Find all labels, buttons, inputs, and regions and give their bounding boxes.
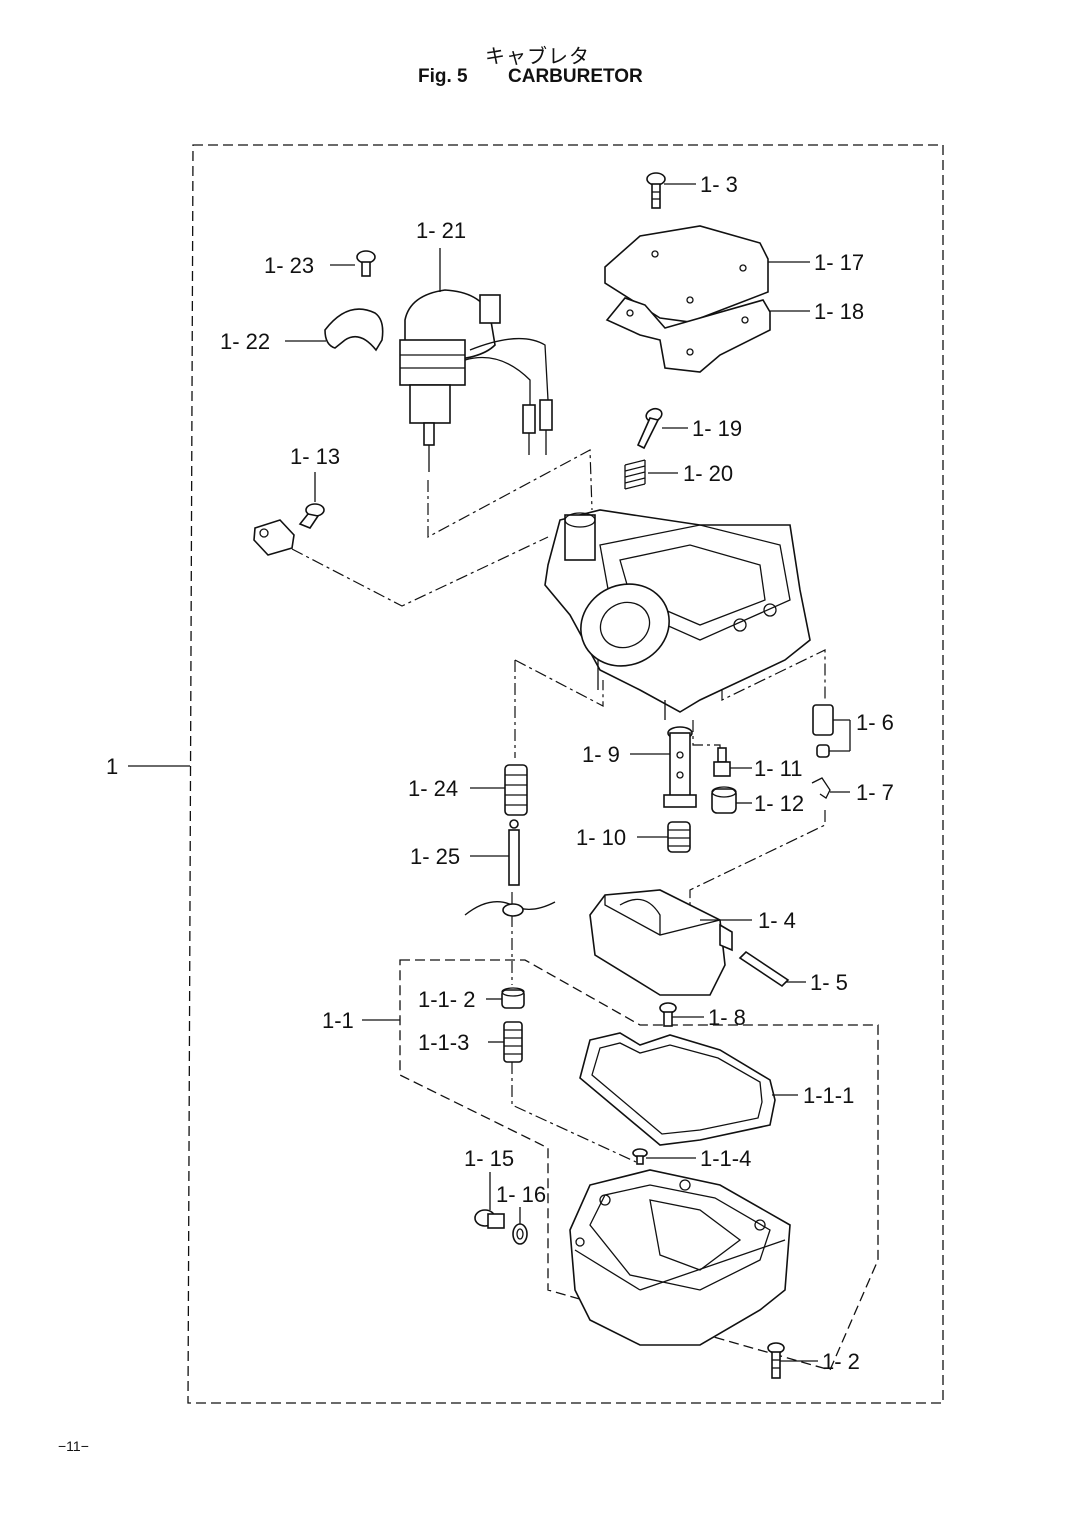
- callout-1-19: 1- 19: [692, 416, 742, 441]
- part-1-4-float: [589, 889, 733, 996]
- leader-lines: [128, 183, 850, 1362]
- callout-1-9: 1- 9: [582, 742, 620, 767]
- callout-1-24: 1- 24: [408, 776, 458, 801]
- callout-1-15: 1- 15: [464, 1146, 514, 1171]
- part-1-25-needle: [464, 819, 556, 917]
- part-1-10-screw: [667, 821, 691, 853]
- callout-1-12: 1- 12: [754, 791, 804, 816]
- callout-1-7: 1- 7: [856, 780, 894, 805]
- part-1-11-jet: [713, 747, 731, 777]
- callout-1-20: 1- 20: [683, 461, 733, 486]
- assembly-1-boundary: [187, 144, 944, 1404]
- callout-1-10: 1- 10: [576, 825, 626, 850]
- callout-1-3: 1- 3: [700, 172, 738, 197]
- part-1-12-main-jet: [711, 786, 737, 814]
- page-number: −11−: [58, 1438, 89, 1454]
- part-1-18-gasket: [605, 297, 771, 373]
- connection-lines: [291, 449, 826, 1163]
- figure-title: CARBURETOR: [508, 66, 643, 87]
- part-1-21-solenoid: [399, 289, 553, 472]
- callout-1-1-4: 1-1-4: [700, 1146, 751, 1171]
- part-1-5-pin: [738, 950, 790, 988]
- callout-1-5: 1- 5: [810, 970, 848, 995]
- part-1-15-drain-screw: [474, 1209, 505, 1229]
- callout-1-18: 1- 18: [814, 299, 864, 324]
- callout-1-21: 1- 21: [416, 218, 466, 243]
- part-1-16-washer: [512, 1223, 528, 1245]
- assembly-1-1-boundary: [399, 959, 879, 1371]
- callout-1: 1: [106, 754, 118, 779]
- part-float-bowl: [569, 1169, 791, 1346]
- callout-1-8: 1- 8: [708, 1005, 746, 1030]
- figure-number: Fig. 5: [418, 66, 468, 87]
- part-1-9-emulsion-tube: [663, 726, 697, 808]
- callout-1-23: 1- 23: [264, 253, 314, 278]
- callout-1-13: 1- 13: [290, 444, 340, 469]
- part-1-3-screw: [646, 172, 666, 209]
- part-1-1-2-pilot-jet: [501, 987, 525, 1009]
- part-carburetor-body: [544, 509, 811, 720]
- part-1-6-float-valve: [812, 704, 851, 758]
- callout-1-11: 1- 11: [754, 756, 803, 781]
- callout-1-1-2: 1-1- 2: [418, 987, 475, 1012]
- part-1-13-screw: [253, 503, 325, 556]
- part-1-2-screw: [767, 1342, 785, 1379]
- callout-1-2: 1- 2: [822, 1349, 860, 1374]
- part-1-1-3-spring: [503, 1021, 523, 1063]
- title-japanese: キャブレタ: [485, 44, 590, 68]
- callout-1-1-3: 1-1-3: [418, 1030, 469, 1055]
- callout-1-17: 1- 17: [814, 250, 864, 275]
- part-1-22-clamp: [324, 308, 384, 352]
- part-1-7-clip: [811, 777, 831, 799]
- callout-1-16: 1- 16: [496, 1182, 546, 1207]
- part-1-23-screw: [356, 250, 376, 277]
- part-1-1-4-screw: [632, 1148, 648, 1165]
- callout-1-25: 1- 25: [410, 844, 460, 869]
- part-1-19-screw: [636, 407, 663, 450]
- part-1-1-1-float-bowl-gasket: [579, 1032, 776, 1146]
- callout-1-6: 1- 6: [856, 710, 894, 735]
- callout-1-4: 1- 4: [758, 908, 796, 933]
- part-1-24-spring: [504, 764, 528, 816]
- callout-1-1: 1-1: [322, 1008, 354, 1033]
- part-1-20-spring: [624, 459, 646, 490]
- callout-labels: 1 1-1 1-1-1 1-1- 2 1-1-3 1-1-4 1- 2 1- 3…: [106, 172, 894, 1374]
- callout-1-22: 1- 22: [220, 329, 270, 354]
- part-1-8-screw: [659, 1002, 677, 1027]
- callout-1-1-1: 1-1-1: [803, 1083, 854, 1108]
